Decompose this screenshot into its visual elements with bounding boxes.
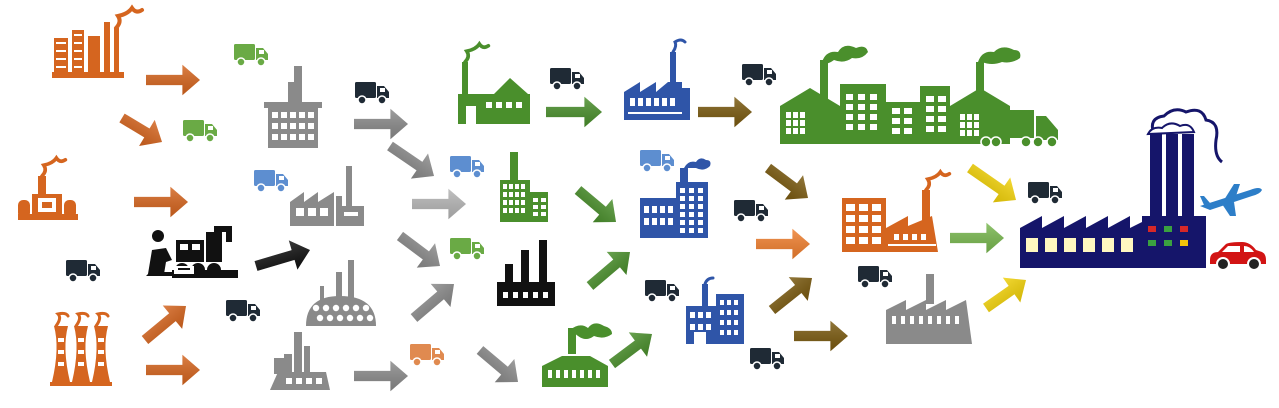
factory-icon: [640, 158, 711, 238]
arrow-icon: [410, 283, 454, 322]
factory-icon: [842, 168, 952, 252]
arrow-icon: [586, 251, 630, 290]
arrow-icon: [698, 96, 752, 128]
truck-icon: [734, 200, 768, 223]
truck-icon: [234, 44, 268, 67]
truck-icon: [410, 344, 444, 367]
truck-icon: [254, 170, 288, 193]
arrow-icon: [967, 163, 1016, 203]
factory-icon: [780, 45, 1058, 148]
airplane-icon: [1200, 184, 1262, 216]
truck-icon: [66, 260, 100, 283]
truck-icon: [640, 150, 674, 173]
car-icon: [1210, 242, 1266, 271]
arrow-icon: [146, 354, 200, 386]
truck-icon: [183, 120, 217, 143]
factory-icon: [624, 38, 690, 120]
truck-icon: [750, 348, 784, 371]
factory-icon: [270, 332, 330, 390]
truck-icon: [858, 266, 892, 289]
factory-icon: [52, 4, 144, 78]
factory-icon: [497, 240, 555, 306]
factory-icon: [458, 40, 530, 124]
arrow-icon: [608, 332, 653, 369]
arrow-icon: [476, 346, 519, 383]
truck-icon: [1028, 182, 1062, 205]
factory-icon: [542, 323, 612, 387]
arrow-icon: [119, 113, 162, 146]
arrow-icon: [756, 228, 810, 260]
arrow-icon: [764, 163, 809, 200]
arrow-icon: [983, 277, 1026, 313]
factory-icon: [264, 66, 322, 148]
arrow-icon: [134, 186, 188, 218]
factory-icon: [686, 276, 744, 344]
arrow-icon: [412, 188, 466, 220]
truck-icon: [450, 156, 484, 179]
truck-icon: [550, 68, 584, 91]
arrow-icon: [354, 360, 408, 392]
factory-icon: [18, 154, 78, 220]
arrow-icon: [396, 231, 441, 268]
factory-icon: [886, 274, 972, 344]
worker-icon: [146, 226, 238, 278]
final-assembly-factory-icon: [1020, 108, 1223, 268]
truck-icon: [450, 238, 484, 261]
truck-icon: [226, 300, 260, 323]
factory-icon: [290, 166, 364, 226]
truck-icon: [645, 280, 679, 303]
arrow-icon: [254, 240, 310, 271]
arrow-icon: [146, 64, 200, 96]
arrow-icon: [354, 108, 408, 140]
truck-icon: [742, 64, 776, 87]
factory-icon: [50, 311, 112, 386]
arrow-icon: [768, 277, 813, 314]
truck-icon: [355, 82, 389, 105]
arrow-icon: [387, 141, 434, 179]
arrow-icon: [794, 320, 848, 352]
factory-icon: [306, 260, 376, 326]
arrow-icon: [950, 222, 1004, 254]
arrow-icon: [574, 186, 617, 223]
factory-icon: [500, 152, 548, 222]
arrow-icon: [141, 305, 187, 344]
arrow-icon: [546, 96, 602, 128]
